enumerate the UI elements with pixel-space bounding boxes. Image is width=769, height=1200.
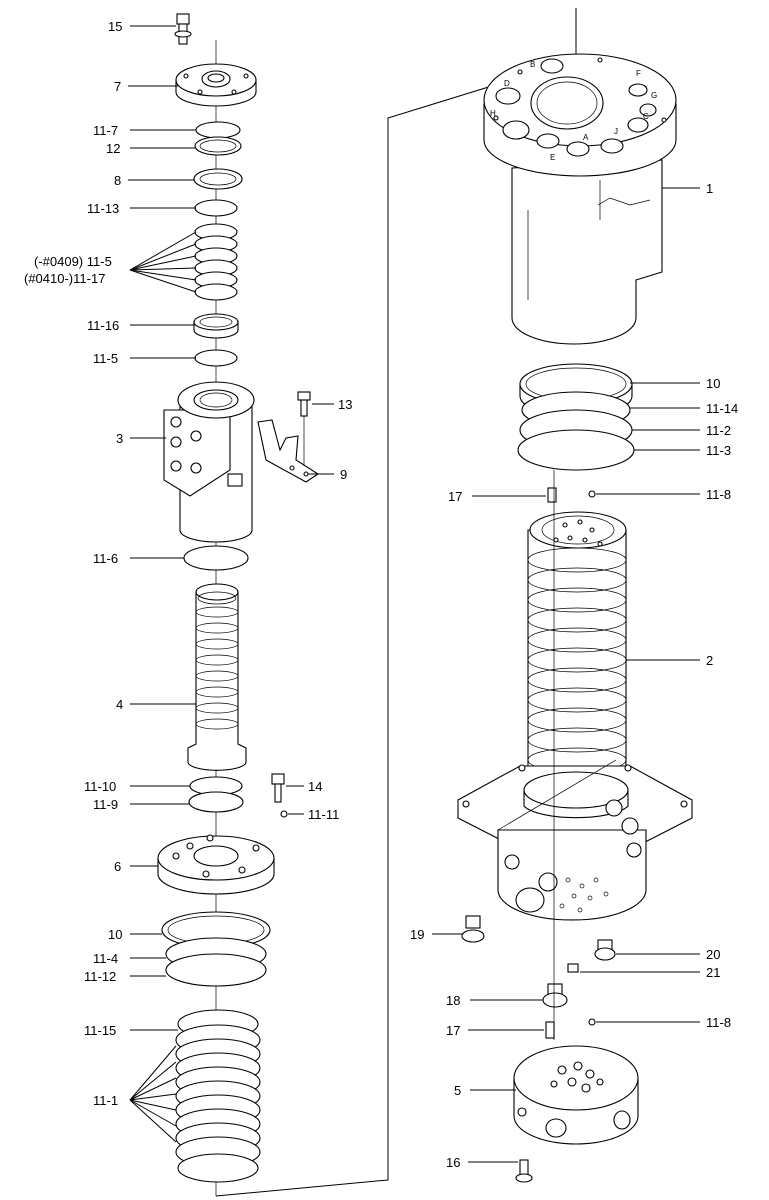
- label-11-1: 11-1: [93, 1093, 118, 1108]
- label-11-13: 11-13: [87, 201, 119, 216]
- label-15: 15: [108, 19, 122, 34]
- cover-plate-7: [175, 63, 257, 107]
- label-7: 7: [114, 79, 121, 94]
- plug-20: [594, 939, 616, 961]
- label-10-right: 10: [706, 376, 720, 391]
- spindle-4: [187, 583, 247, 771]
- bolt-14: [271, 773, 285, 803]
- cap-block-5: [513, 1045, 639, 1145]
- oring-11-11: [280, 810, 288, 818]
- label-11-5-early: (-#0409) 11-5: [34, 254, 112, 269]
- port-a: A: [583, 133, 589, 142]
- port-d: D: [504, 79, 510, 88]
- port-j: J: [614, 127, 618, 136]
- label-13: 13: [338, 397, 352, 412]
- label-10: 10: [108, 927, 122, 942]
- label-11-5: 11-5: [93, 351, 118, 366]
- oring-11-13: [194, 199, 238, 217]
- flange-6: [157, 834, 275, 895]
- label-12: 12: [106, 141, 120, 156]
- bolt-13: [297, 391, 311, 466]
- label-11-6: 11-6: [93, 551, 118, 566]
- label-11-4: 11-4: [93, 951, 118, 966]
- ring-stack-right: [517, 363, 635, 471]
- label-9: 9: [340, 467, 347, 482]
- oring-stack-11-5: [194, 223, 238, 301]
- ring-11-12: [165, 953, 267, 987]
- port-b: B: [530, 60, 535, 69]
- label-11-8-top: 11-8: [706, 487, 731, 502]
- port-e: E: [550, 153, 555, 162]
- assembly-frame-line: [215, 8, 577, 1197]
- pin-17-bottom: [545, 1021, 555, 1039]
- label-16: 16: [446, 1155, 460, 1170]
- ring-11-9: [188, 791, 244, 813]
- label-4: 4: [116, 697, 123, 712]
- label-11-17: (#0410-)11-17: [24, 271, 105, 286]
- plug-21: [567, 963, 579, 973]
- label-11-3: 11-3: [706, 443, 731, 458]
- label-3: 3: [116, 431, 123, 446]
- label-11-16: 11-16: [87, 318, 119, 333]
- spindle-2: [457, 511, 693, 921]
- left-leader-lines: [128, 25, 334, 1143]
- seal-8: [193, 168, 243, 190]
- bolt-16: [515, 1159, 533, 1183]
- seal-stack-11-1: [175, 1009, 261, 1183]
- ring-11-16: [193, 313, 239, 339]
- label-17-bottom: 17: [446, 1023, 460, 1038]
- label-11-2: 11-2: [706, 423, 731, 438]
- label-11-15: 11-15: [84, 1023, 116, 1038]
- ring-11-7: [195, 121, 241, 139]
- housing-1: [483, 53, 677, 345]
- label-21: 21: [706, 965, 720, 980]
- label-11-10: 11-10: [84, 779, 116, 794]
- swivel-body-3: [163, 381, 255, 543]
- oring-11-8-bottom: [588, 1018, 596, 1026]
- bracket-9: [257, 419, 320, 483]
- label-14: 14: [308, 779, 322, 794]
- label-19: 19: [410, 927, 424, 942]
- bolt-15: [174, 13, 192, 45]
- label-1: 1: [706, 181, 713, 196]
- plug-18: [542, 983, 568, 1008]
- plug-19: [461, 915, 485, 943]
- label-2: 2: [706, 653, 713, 668]
- pin-17-top: [547, 487, 557, 503]
- port-g: G: [651, 91, 657, 100]
- label-8: 8: [114, 173, 121, 188]
- label-20: 20: [706, 947, 720, 962]
- label-11-7: 11-7: [93, 123, 118, 138]
- label-5: 5: [454, 1083, 461, 1098]
- label-11-14: 11-14: [706, 401, 738, 416]
- oring-11-8-top: [588, 490, 596, 498]
- label-6: 6: [114, 859, 121, 874]
- port-f: F: [636, 69, 641, 78]
- label-17-top: 17: [448, 489, 462, 504]
- oring-11-5: [194, 349, 238, 367]
- right-leader-lines: [432, 187, 700, 1163]
- label-11-11: 11-11: [308, 807, 339, 822]
- label-11-12: 11-12: [84, 969, 116, 984]
- oring-11-6: [183, 545, 249, 571]
- label-18: 18: [446, 993, 460, 1008]
- port-c: C: [643, 112, 649, 121]
- port-h: H: [490, 109, 496, 118]
- label-11-8-bottom: 11-8: [706, 1015, 731, 1030]
- label-11-9: 11-9: [93, 797, 118, 812]
